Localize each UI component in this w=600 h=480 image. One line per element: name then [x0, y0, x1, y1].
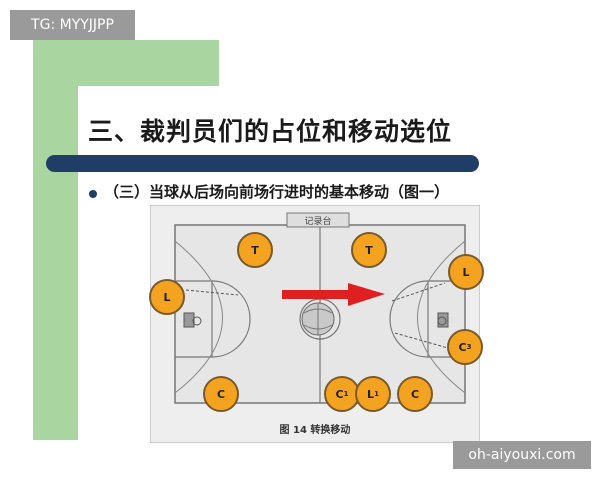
- slide-subtitle: （三）当球从后场向前场行进时的基本移动（图一）: [104, 183, 450, 201]
- movement-line: [391, 282, 446, 302]
- direction-arrow: [282, 290, 348, 299]
- referee-lead-left: L: [149, 279, 185, 315]
- referee-trail-right: T: [351, 232, 387, 268]
- top-watermark: TG: MYYJJPP: [10, 10, 135, 40]
- slide-title: 三、裁判员们的占位和移动选位: [88, 117, 453, 146]
- bottom-watermark: oh-aiyouxi.com: [453, 441, 591, 469]
- referee-center-right: C: [397, 376, 433, 412]
- referee-center-left: C: [203, 376, 239, 412]
- scorer-table-label: 记录台: [304, 215, 331, 227]
- left-key: [175, 280, 213, 358]
- right-three-point-arc: [417, 240, 466, 394]
- figure-caption: 图 14 转换移动: [280, 423, 351, 436]
- court-svg: 记录台 图 14 转换移动: [149, 204, 481, 444]
- movement-line: [394, 332, 456, 351]
- referee-trail-left: T: [237, 232, 273, 268]
- left-three-point-arc: [174, 240, 223, 394]
- court-diagram: 记录台 图 14 转换移动: [149, 204, 481, 447]
- movement-line: [185, 289, 239, 296]
- right-key: [427, 280, 465, 358]
- referee-lead-right: L: [448, 254, 484, 290]
- title-underline-bar: [46, 155, 479, 172]
- bullet-icon: [89, 190, 97, 198]
